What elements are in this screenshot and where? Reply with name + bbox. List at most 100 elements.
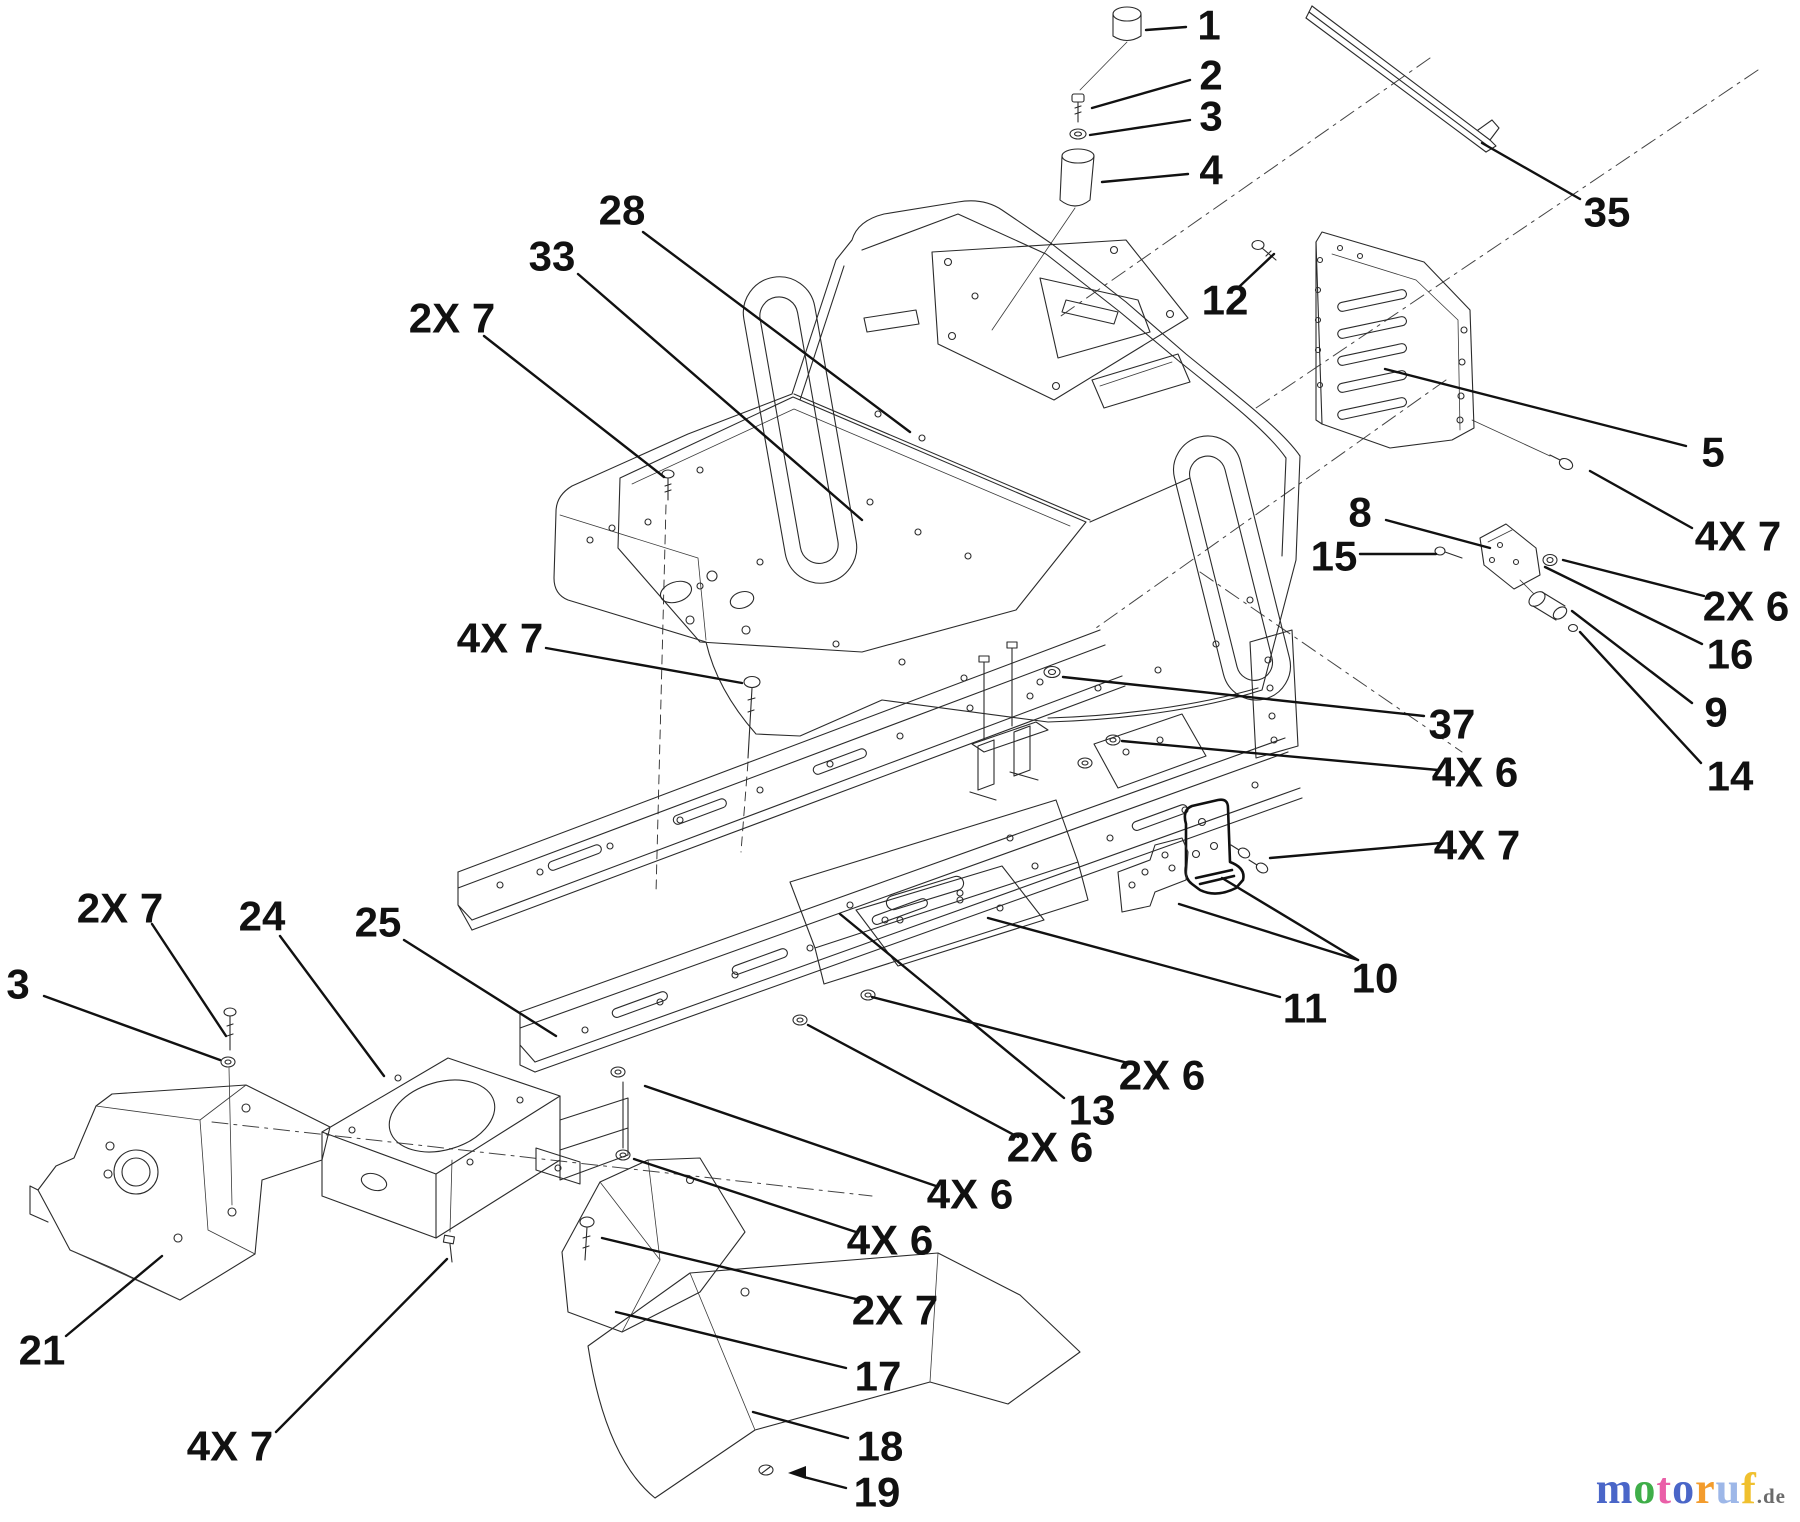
leader-line xyxy=(274,1257,449,1434)
leader-line xyxy=(1588,469,1694,530)
part-bolt-15 xyxy=(1434,546,1463,559)
callout-4X7-36: 4X 7 xyxy=(187,1257,449,1470)
leader-line xyxy=(986,916,1282,999)
callout-label: 11 xyxy=(1283,985,1327,1032)
callout-label: 2X 6 xyxy=(1119,1052,1205,1099)
leader-line xyxy=(1100,172,1190,184)
part-screw-19 xyxy=(758,1464,774,1476)
part-rail-35 xyxy=(1305,5,1500,153)
callout-2X7-27: 2X 7 xyxy=(600,1236,938,1334)
callout-label: 14 xyxy=(1707,753,1754,800)
callout-label: 4X 7 xyxy=(457,615,543,662)
logo-letter: m xyxy=(1595,1464,1634,1513)
callout-1-0: 1 xyxy=(1144,2,1221,49)
callout-11-21: 11 xyxy=(986,916,1327,1032)
leader-line xyxy=(751,1410,850,1440)
leader-line xyxy=(1561,558,1706,598)
callout-label: 2X 7 xyxy=(409,295,495,342)
callout-3-32: 3 xyxy=(6,961,222,1062)
centerlines xyxy=(211,41,1759,1233)
part-bracket-10-z xyxy=(1117,837,1189,913)
callout-35-4: 35 xyxy=(1480,141,1631,236)
callout-label: 4X 7 xyxy=(1434,822,1520,869)
callout-label: 35 xyxy=(1584,189,1631,236)
part-spacer-4 xyxy=(1059,148,1095,207)
logo-letter: r xyxy=(1695,1464,1716,1513)
callout-21-35: 21 xyxy=(19,1254,164,1374)
callout-2X7-31: 2X 7 xyxy=(77,885,228,1038)
part-body-28 xyxy=(553,200,1301,737)
part-floor-33 xyxy=(617,396,1087,653)
callout-label: 9 xyxy=(1704,689,1727,736)
leader-line xyxy=(482,334,666,479)
callout-label: 21 xyxy=(19,1327,66,1374)
leader-line xyxy=(1144,25,1188,32)
part-frame-rail-front xyxy=(519,737,1303,1181)
callout-13-23: 13 xyxy=(838,912,1116,1134)
part-bolts-4x7-bracket xyxy=(1230,844,1269,874)
callout-label: 19 xyxy=(854,1469,901,1516)
callout-label: 33 xyxy=(529,233,576,280)
part-bracket-21 xyxy=(29,1084,331,1301)
part-pedestal-bracket xyxy=(969,641,1049,801)
leader-line xyxy=(1383,367,1688,448)
callout-label: 12 xyxy=(1202,277,1249,324)
fasteners xyxy=(220,469,1121,1261)
callout-label: 10 xyxy=(1352,955,1399,1002)
callout-33-7: 33 xyxy=(529,233,864,522)
callout-label: 18 xyxy=(857,1423,904,1470)
leader-line xyxy=(1578,630,1703,765)
callout-12-5: 12 xyxy=(1202,252,1276,324)
callout-label: 3 xyxy=(1199,93,1222,140)
leader-line xyxy=(1570,609,1694,705)
logo-letter: u xyxy=(1715,1464,1742,1513)
callout-24-33: 24 xyxy=(239,893,386,1078)
callout-label: 4X 6 xyxy=(1432,749,1518,796)
leader-line xyxy=(1268,841,1443,860)
part-washer-3 xyxy=(1069,128,1087,140)
callout-label: 1 xyxy=(1197,2,1220,49)
callout-4X6-25: 4X 6 xyxy=(643,1084,1013,1218)
callout-4X7-10: 4X 7 xyxy=(1588,469,1781,560)
callout-label: 13 xyxy=(1069,1087,1116,1134)
callout-28-6: 28 xyxy=(599,187,912,434)
leader-line xyxy=(278,934,386,1078)
callout-label: 28 xyxy=(599,187,646,234)
callout-label: 2X 7 xyxy=(77,885,163,932)
motoruf-logo: motoruf.de xyxy=(1596,1463,1786,1514)
callout-label: 8 xyxy=(1348,489,1371,536)
callout-5-9: 5 xyxy=(1383,367,1725,476)
callout-label: 25 xyxy=(355,899,402,946)
leader-line xyxy=(643,1084,938,1188)
callout-label: 4X 6 xyxy=(927,1171,1013,1218)
leader-line xyxy=(632,1157,858,1234)
leader-line xyxy=(544,646,744,685)
callout-label: 2X 7 xyxy=(852,1287,938,1334)
part-frame-rail-rear xyxy=(457,629,1126,931)
part-support-plate-right xyxy=(1093,713,1207,789)
leader-line xyxy=(614,1310,848,1370)
logo-letter: f xyxy=(1741,1464,1757,1513)
part-nut-14 xyxy=(1567,623,1579,633)
leader-line xyxy=(1543,565,1704,646)
leader-line xyxy=(402,938,558,1038)
part-mount-plate-11 xyxy=(855,865,1045,967)
leader-line xyxy=(870,995,1130,1065)
callout-4-3: 4 xyxy=(1100,147,1223,194)
leader-line xyxy=(1238,252,1276,288)
callout-3-2: 3 xyxy=(1088,93,1223,140)
callout-label: 2X 6 xyxy=(1007,1124,1093,1171)
part-bracket-10-curved xyxy=(1183,798,1245,895)
callout-9-15: 9 xyxy=(1570,609,1728,736)
part-cross-channel-13 xyxy=(789,799,1089,985)
logo-letter: o xyxy=(1633,1464,1657,1513)
part-vent-panel-5 xyxy=(1314,231,1475,449)
callout-label: 4X 7 xyxy=(1695,513,1781,560)
leader-line xyxy=(576,272,864,522)
part-screw-2 xyxy=(1071,93,1085,123)
leader-line xyxy=(838,912,1066,1100)
callout-label: 15 xyxy=(1311,533,1358,580)
